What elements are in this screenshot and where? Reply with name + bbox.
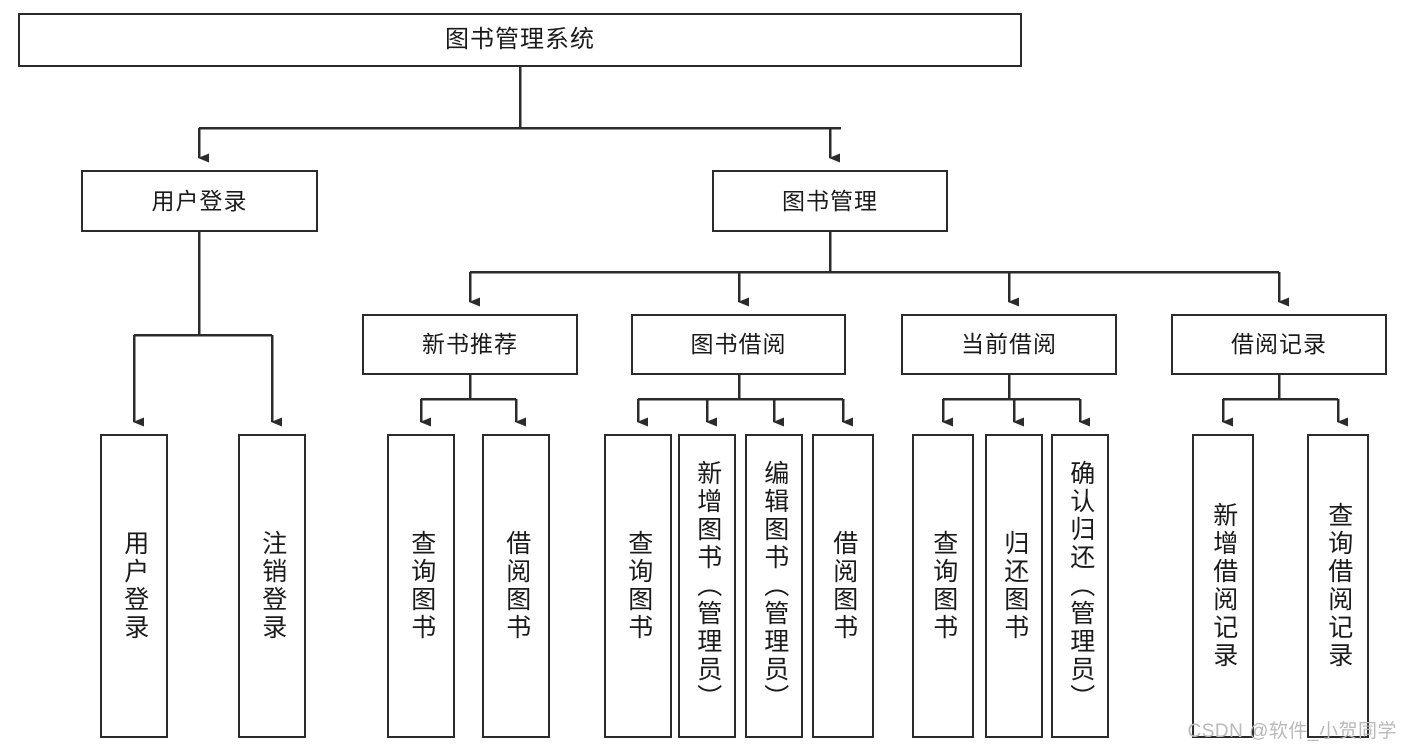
node-current-borrow-label: 当前借阅 <box>961 331 1057 358</box>
node-leaf-query-record[interactable]: 查询借阅记录 <box>1307 434 1369 738</box>
node-book-borrow-label: 图书借阅 <box>690 331 787 358</box>
node-leaf-query-book-2-label: 查询图书 <box>624 530 653 642</box>
node-root[interactable]: 图书管理系统 <box>18 13 1022 67</box>
node-leaf-borrow-book-1[interactable]: 借阅图书 <box>482 434 550 738</box>
node-borrow-record[interactable]: 借阅记录 <box>1171 314 1387 375</box>
node-leaf-add-record[interactable]: 新增借阅记录 <box>1192 434 1254 738</box>
node-leaf-edit-book-label: 编辑图书（管理员） <box>760 460 789 712</box>
node-leaf-query-book-3-label: 查询图书 <box>929 530 958 642</box>
node-borrow-record-label: 借阅记录 <box>1231 331 1327 358</box>
node-leaf-return-book[interactable]: 归还图书 <box>985 434 1043 738</box>
node-leaf-user-logout-label: 注销登录 <box>258 530 287 642</box>
node-leaf-query-book-2[interactable]: 查询图书 <box>604 434 672 738</box>
node-leaf-borrow-book-1-label: 借阅图书 <box>502 530 531 642</box>
node-leaf-query-book-3[interactable]: 查询图书 <box>912 434 974 738</box>
node-book-manage[interactable]: 图书管理 <box>712 170 948 232</box>
node-leaf-add-book[interactable]: 新增图书（管理员） <box>678 434 736 738</box>
node-new-book-recommend-label: 新书推荐 <box>422 331 518 358</box>
node-new-book-recommend[interactable]: 新书推荐 <box>362 314 578 375</box>
node-leaf-user-login[interactable]: 用户登录 <box>100 434 168 738</box>
node-leaf-edit-book[interactable]: 编辑图书（管理员） <box>745 434 803 738</box>
node-leaf-query-record-label: 查询借阅记录 <box>1324 502 1353 670</box>
node-book-borrow[interactable]: 图书借阅 <box>631 314 846 375</box>
node-leaf-confirm-return[interactable]: 确认归还（管理员） <box>1051 434 1109 738</box>
node-root-label: 图书管理系统 <box>445 26 595 54</box>
csdn-watermark: CSDN @软件_小贺同学 <box>1187 721 1397 742</box>
node-leaf-add-book-label: 新增图书（管理员） <box>693 460 722 712</box>
node-leaf-borrow-book-2[interactable]: 借阅图书 <box>812 434 874 738</box>
node-leaf-query-book-1[interactable]: 查询图书 <box>387 434 455 738</box>
node-leaf-add-record-label: 新增借阅记录 <box>1209 502 1238 670</box>
node-leaf-return-book-label: 归还图书 <box>1000 530 1029 642</box>
node-leaf-borrow-book-2-label: 借阅图书 <box>829 530 858 642</box>
node-leaf-user-login-label: 用户登录 <box>120 530 149 642</box>
node-leaf-confirm-return-label: 确认归还（管理员） <box>1066 460 1095 712</box>
node-leaf-user-logout[interactable]: 注销登录 <box>238 434 306 738</box>
node-book-manage-label: 图书管理 <box>782 187 878 214</box>
node-user-login[interactable]: 用户登录 <box>81 170 318 232</box>
node-current-borrow[interactable]: 当前借阅 <box>901 314 1117 375</box>
node-user-login-label: 用户登录 <box>151 187 248 214</box>
node-leaf-query-book-1-label: 查询图书 <box>407 530 436 642</box>
